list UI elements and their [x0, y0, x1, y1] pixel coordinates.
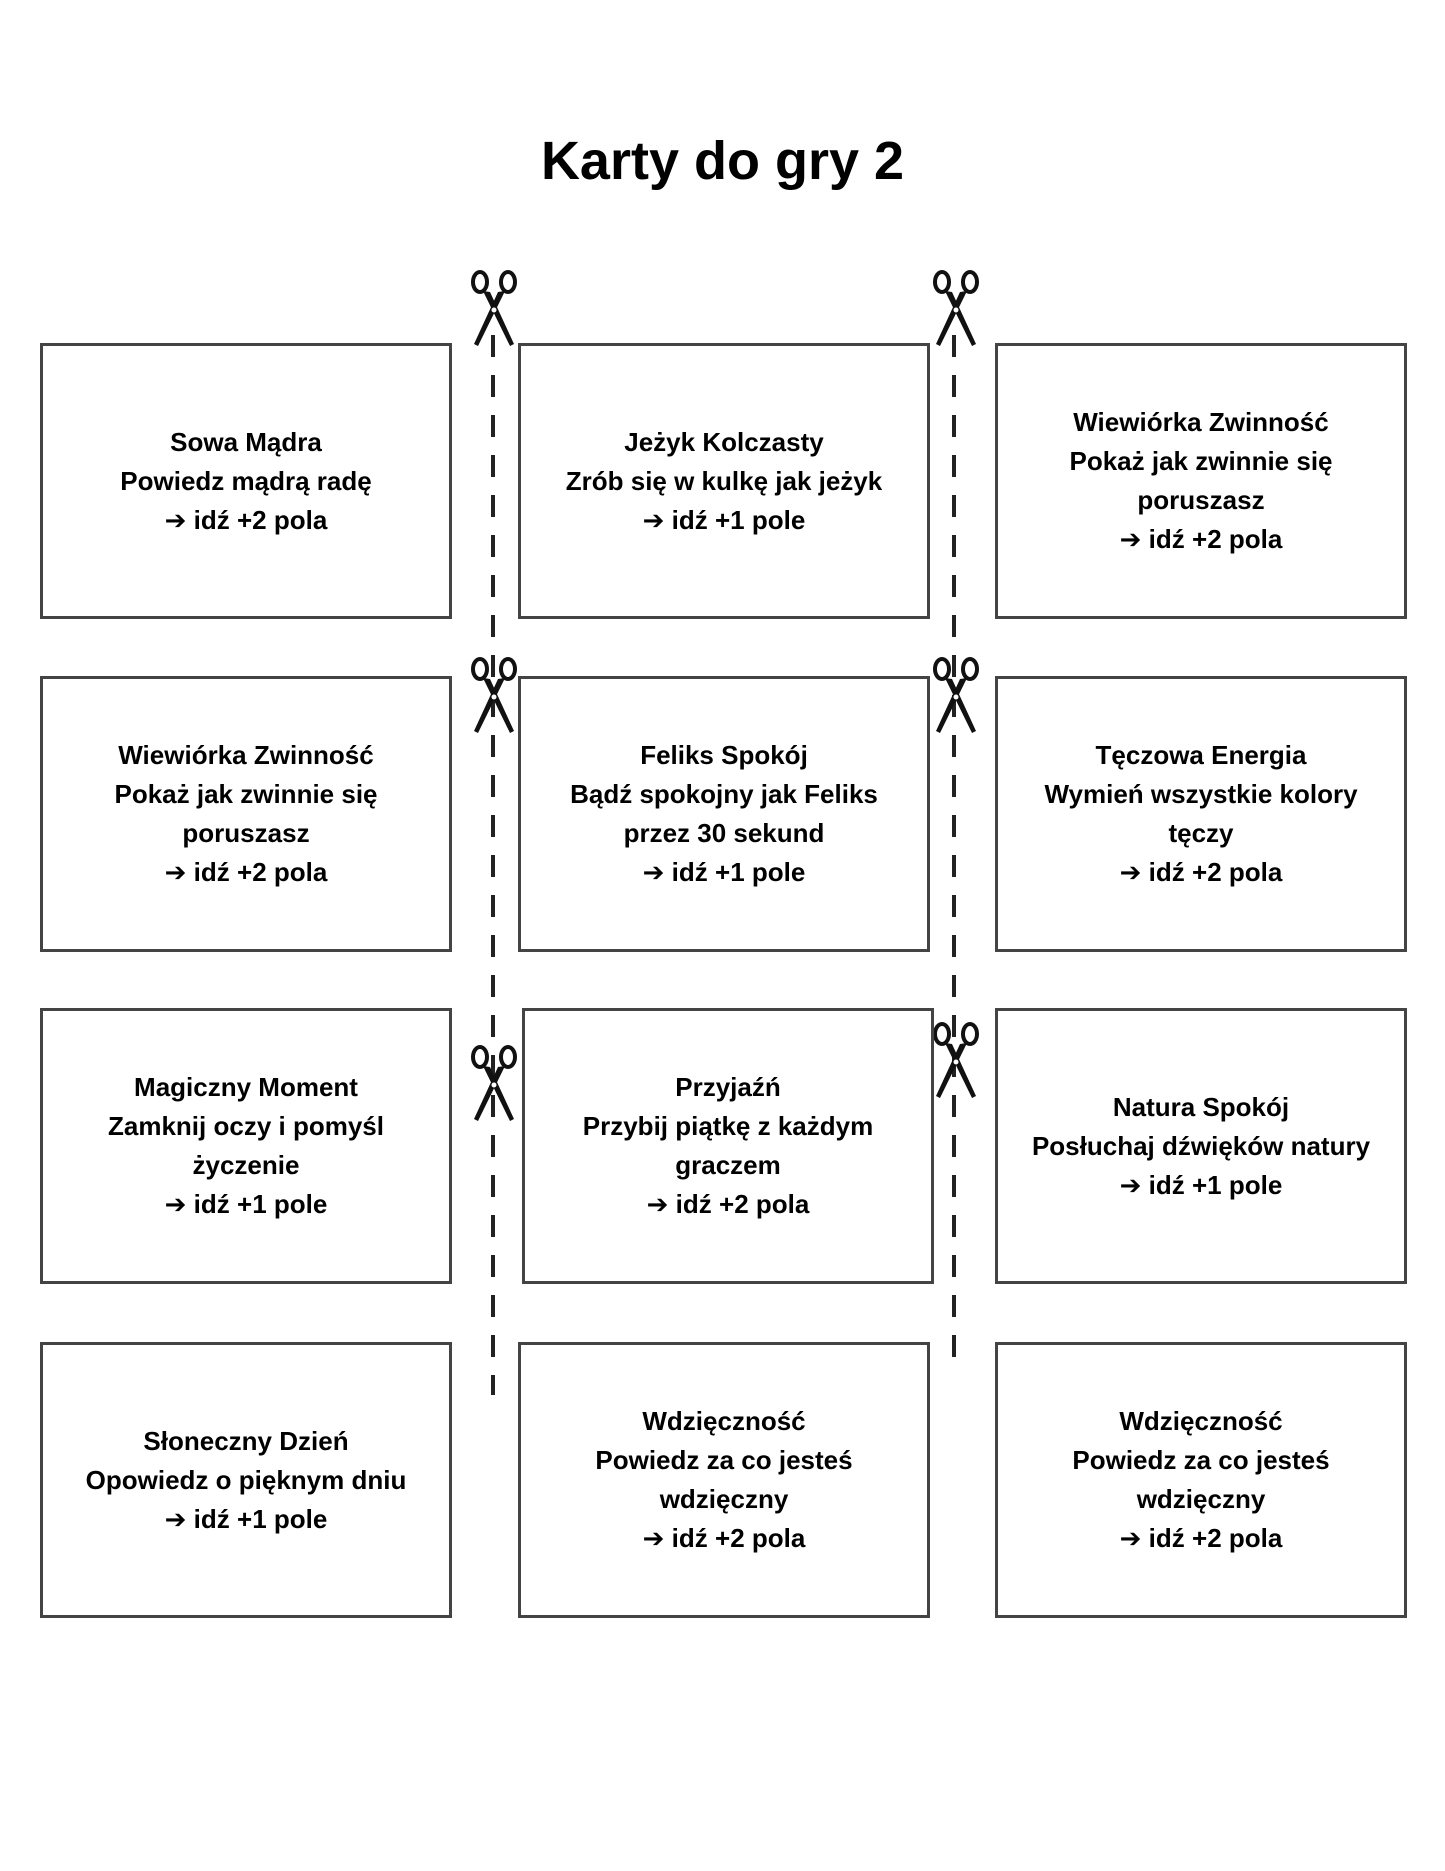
game-card: Tęczowa Energia Wymień wszystkie kolory … [995, 676, 1407, 952]
game-card: Przyjaźń Przybij piątkę z każdym graczem… [522, 1008, 934, 1284]
card-task: Posłuchaj dźwięków natury [1031, 1130, 1371, 1161]
card-task: Wymień wszystkie kolory tęczy [1044, 779, 1358, 848]
scissors-icon [471, 270, 517, 346]
card-name: Tęczowa Energia [1095, 740, 1307, 770]
scissors-icon [471, 1045, 517, 1121]
card-move: ➔ idź +1 pole [164, 1503, 328, 1534]
card-name: Przyjaźń [675, 1072, 781, 1102]
game-card: Jeżyk Kolczasty Zrób się w kulkę jak jeż… [518, 343, 930, 619]
card-move: ➔ idź +2 pola [642, 1523, 806, 1553]
scissors-icon [933, 657, 979, 733]
card-name: Wdzięczność [642, 1406, 806, 1436]
card-move: ➔ idź +2 pola [1119, 1523, 1283, 1553]
card-task: Powiedz za co jesteś wdzięczny [595, 1445, 853, 1514]
card-move: ➔ idź +2 pola [1119, 524, 1283, 554]
card-name: Magiczny Moment [134, 1072, 358, 1102]
scissors-icon [933, 270, 979, 346]
card-task: Pokaż jak zwinnie się poruszasz [114, 779, 378, 848]
game-card: Wdzięczność Powiedz za co jesteś wdzięcz… [995, 1342, 1407, 1618]
card-task: Zrób się w kulkę jak jeżyk [565, 465, 883, 496]
page-title: Karty do gry 2 [540, 131, 905, 191]
card-task: Opowiedz o pięknym dniu [85, 1464, 407, 1495]
game-card: Wdzięczność Powiedz za co jesteś wdzięcz… [518, 1342, 930, 1618]
scissors-icon [933, 1022, 979, 1098]
card-task: Zamknij oczy i pomyśl życzenie [108, 1111, 384, 1180]
card-name: Słoneczny Dzień [143, 1425, 349, 1456]
card-move: ➔ idź +1 pole [1119, 1169, 1283, 1200]
card-task: Przybij piątkę z każdym graczem [582, 1111, 874, 1180]
game-card: Feliks Spokój Bądź spokojny jak Feliks p… [518, 676, 930, 952]
game-card: Natura Spokój Posłuchaj dźwięków natury … [995, 1008, 1407, 1284]
card-name: Natura Spokój [1112, 1091, 1290, 1122]
game-card: Słoneczny Dzień Opowiedz o pięknym dniu … [40, 1342, 452, 1618]
card-move: ➔ idź +2 pola [646, 1189, 810, 1219]
card-move: ➔ idź +2 pola [164, 857, 328, 887]
game-card: Magiczny Moment Zamknij oczy i pomyśl ży… [40, 1008, 452, 1284]
card-name: Sowa Mądra [170, 426, 322, 457]
card-task: Powiedz za co jesteś wdzięczny [1072, 1445, 1330, 1514]
card-task: Pokaż jak zwinnie się poruszasz [1069, 446, 1333, 515]
scissors-icon [471, 657, 517, 733]
game-card: Wiewiórka Zwinność Pokaż jak zwinnie się… [995, 343, 1407, 619]
card-move: ➔ idź +2 pola [164, 504, 328, 535]
game-card: Wiewiórka Zwinność Pokaż jak zwinnie się… [40, 676, 452, 952]
card-name: Feliks Spokój [640, 740, 808, 770]
card-name: Wiewiórka Zwinność [1073, 407, 1329, 437]
card-move: ➔ idź +1 pole [164, 1189, 328, 1219]
card-move: ➔ idź +1 pole [642, 504, 806, 535]
card-task: Powiedz mądrą radę [120, 465, 372, 496]
card-name: Jeżyk Kolczasty [624, 426, 824, 457]
game-card: Sowa Mądra Powiedz mądrą radę ➔ idź +2 p… [40, 343, 452, 619]
card-name: Wiewiórka Zwinność [118, 740, 374, 770]
card-move: ➔ idź +1 pole [642, 857, 806, 887]
card-move: ➔ idź +2 pola [1119, 857, 1283, 887]
card-task: Bądź spokojny jak Feliks przez 30 sekund [570, 779, 878, 848]
card-name: Wdzięczność [1119, 1406, 1283, 1436]
